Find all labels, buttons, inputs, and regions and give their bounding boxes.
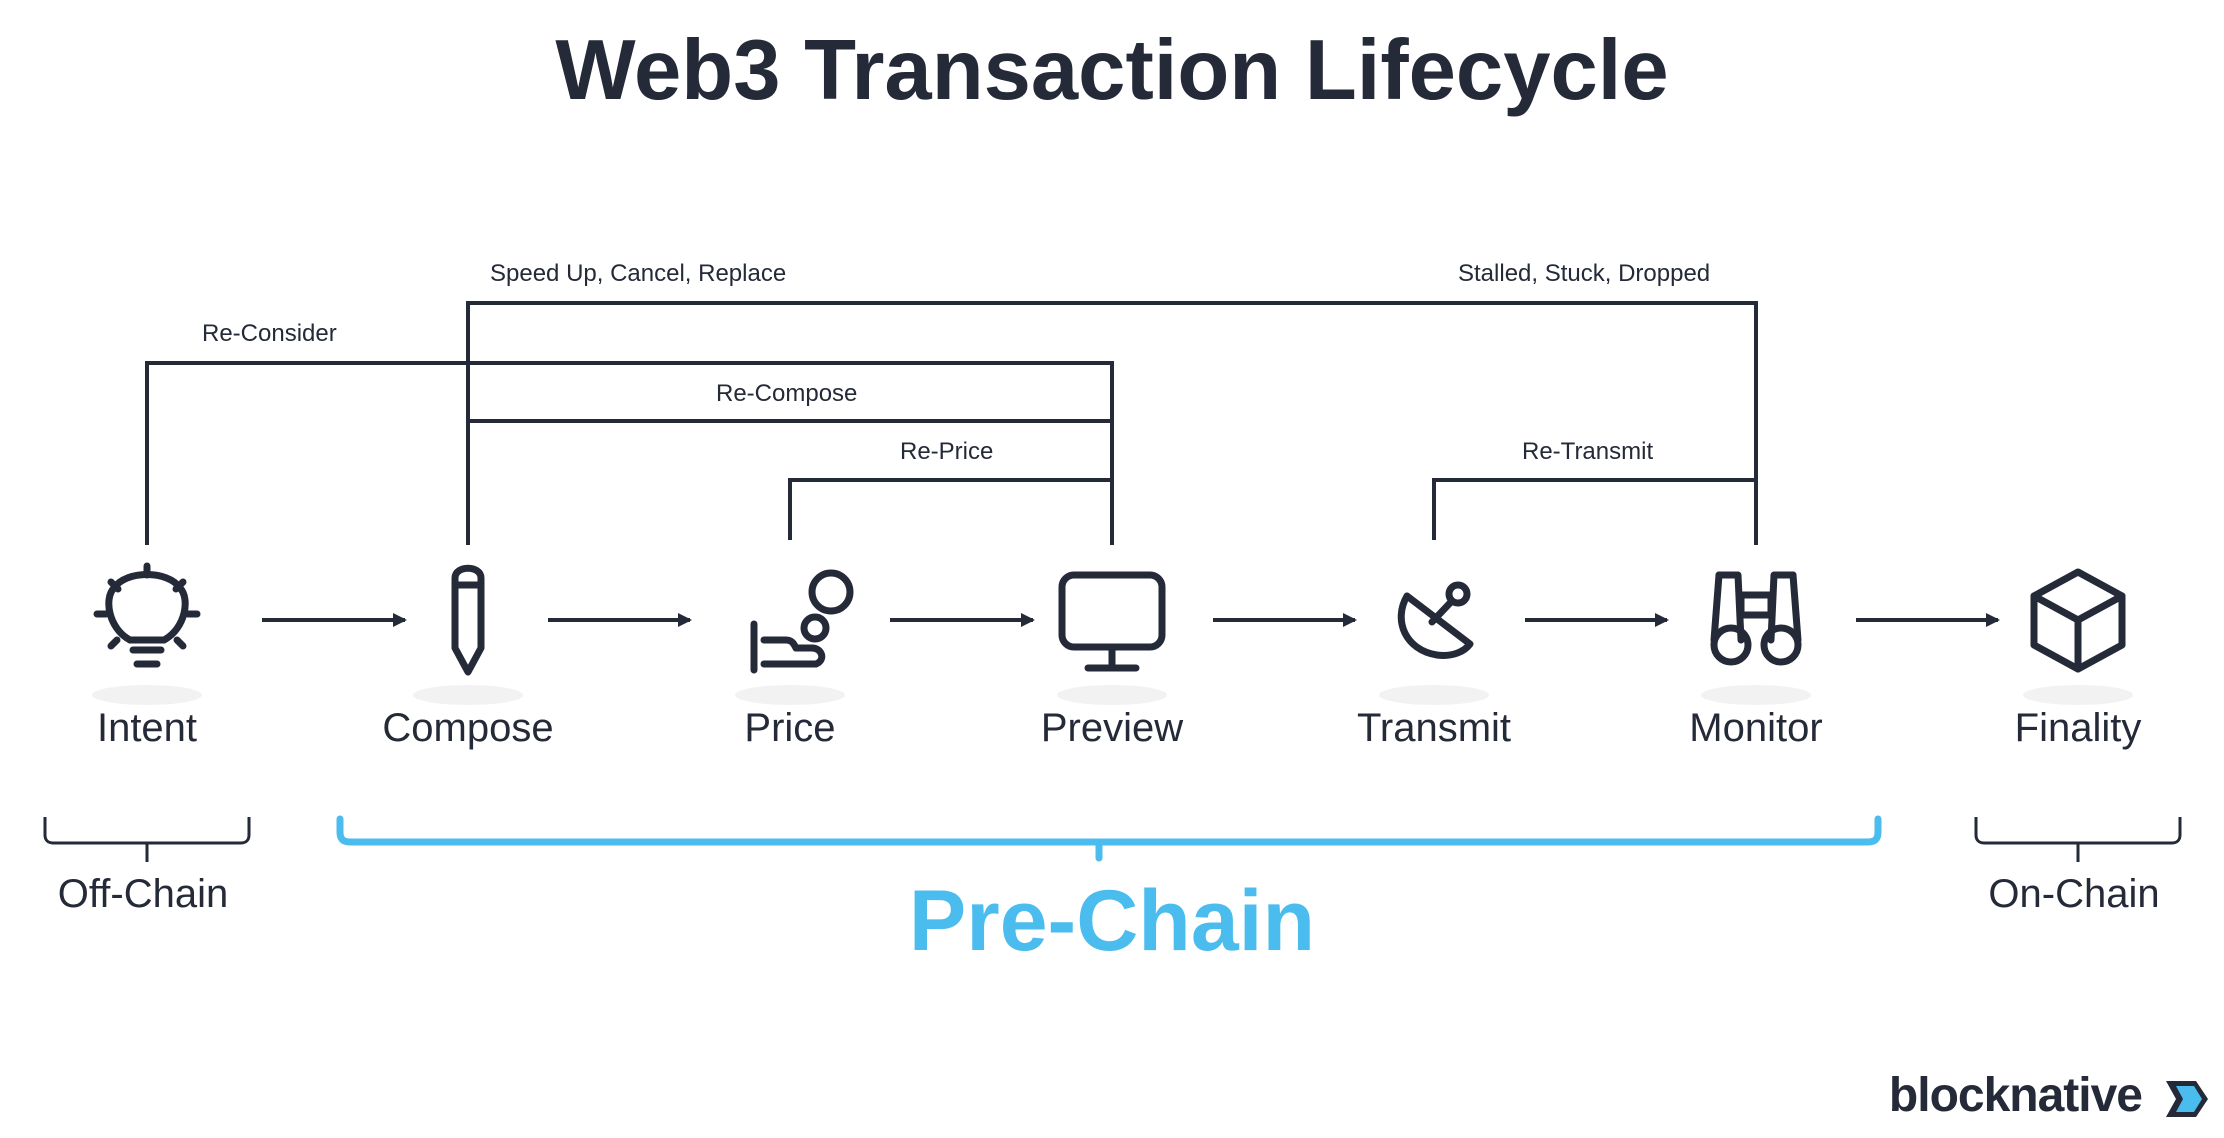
loop-re-transmit [1432, 478, 1756, 540]
gas-price-icon [750, 569, 854, 674]
step-label-monitor: Monitor [1689, 706, 1823, 750]
off-chain-bracket [43, 817, 251, 845]
pencil-icon [451, 564, 485, 676]
cube-icon [2030, 568, 2126, 673]
icon-shadows [92, 685, 2133, 705]
label-stalled-stuck-dropped: Stalled, Stuck, Dropped [1458, 260, 1711, 287]
step-label-finality: Finality [2014, 706, 2142, 750]
binoculars-icon [1710, 571, 1802, 666]
phase-brackets [43, 817, 2182, 862]
feedback-loops [145, 301, 1758, 545]
satellite-dish-icon [1397, 581, 1474, 659]
label-speed-up-cancel-replace: Speed Up, Cancel, Replace [490, 260, 787, 287]
phase-label-off-chain: Off-Chain [57, 872, 229, 916]
step-label-intent: Intent [96, 706, 198, 750]
step-label-price: Price [744, 706, 836, 750]
blocknative-logo: blocknative [1888, 1068, 2143, 1123]
label-re-price: Re-Price [900, 438, 994, 465]
loop-re-consider [145, 361, 1114, 545]
phase-label-pre-chain: Pre-Chain [908, 873, 1316, 969]
step-label-transmit: Transmit [1356, 706, 1512, 750]
brand-wordmark: blocknative [1888, 1069, 2143, 1122]
lightbulb-icon [93, 562, 201, 668]
diagram-title: Web3 Transaction Lifecycle [555, 23, 1669, 118]
phase-label-on-chain: On-Chain [1988, 872, 2160, 916]
monitor-icon [1058, 571, 1166, 672]
step-label-compose: Compose [382, 706, 554, 750]
loop-speed-up-cancel-replace [466, 301, 1758, 545]
pre-chain-bracket [336, 815, 1882, 862]
blocknative-logo-mark [2166, 1081, 2208, 1117]
step-label-preview: Preview [1040, 706, 1184, 750]
label-re-transmit: Re-Transmit [1522, 438, 1654, 465]
label-re-compose: Re-Compose [716, 380, 858, 407]
label-re-consider: Re-Consider [202, 320, 337, 347]
loop-re-price [788, 478, 1112, 540]
on-chain-bracket [1974, 817, 2182, 845]
